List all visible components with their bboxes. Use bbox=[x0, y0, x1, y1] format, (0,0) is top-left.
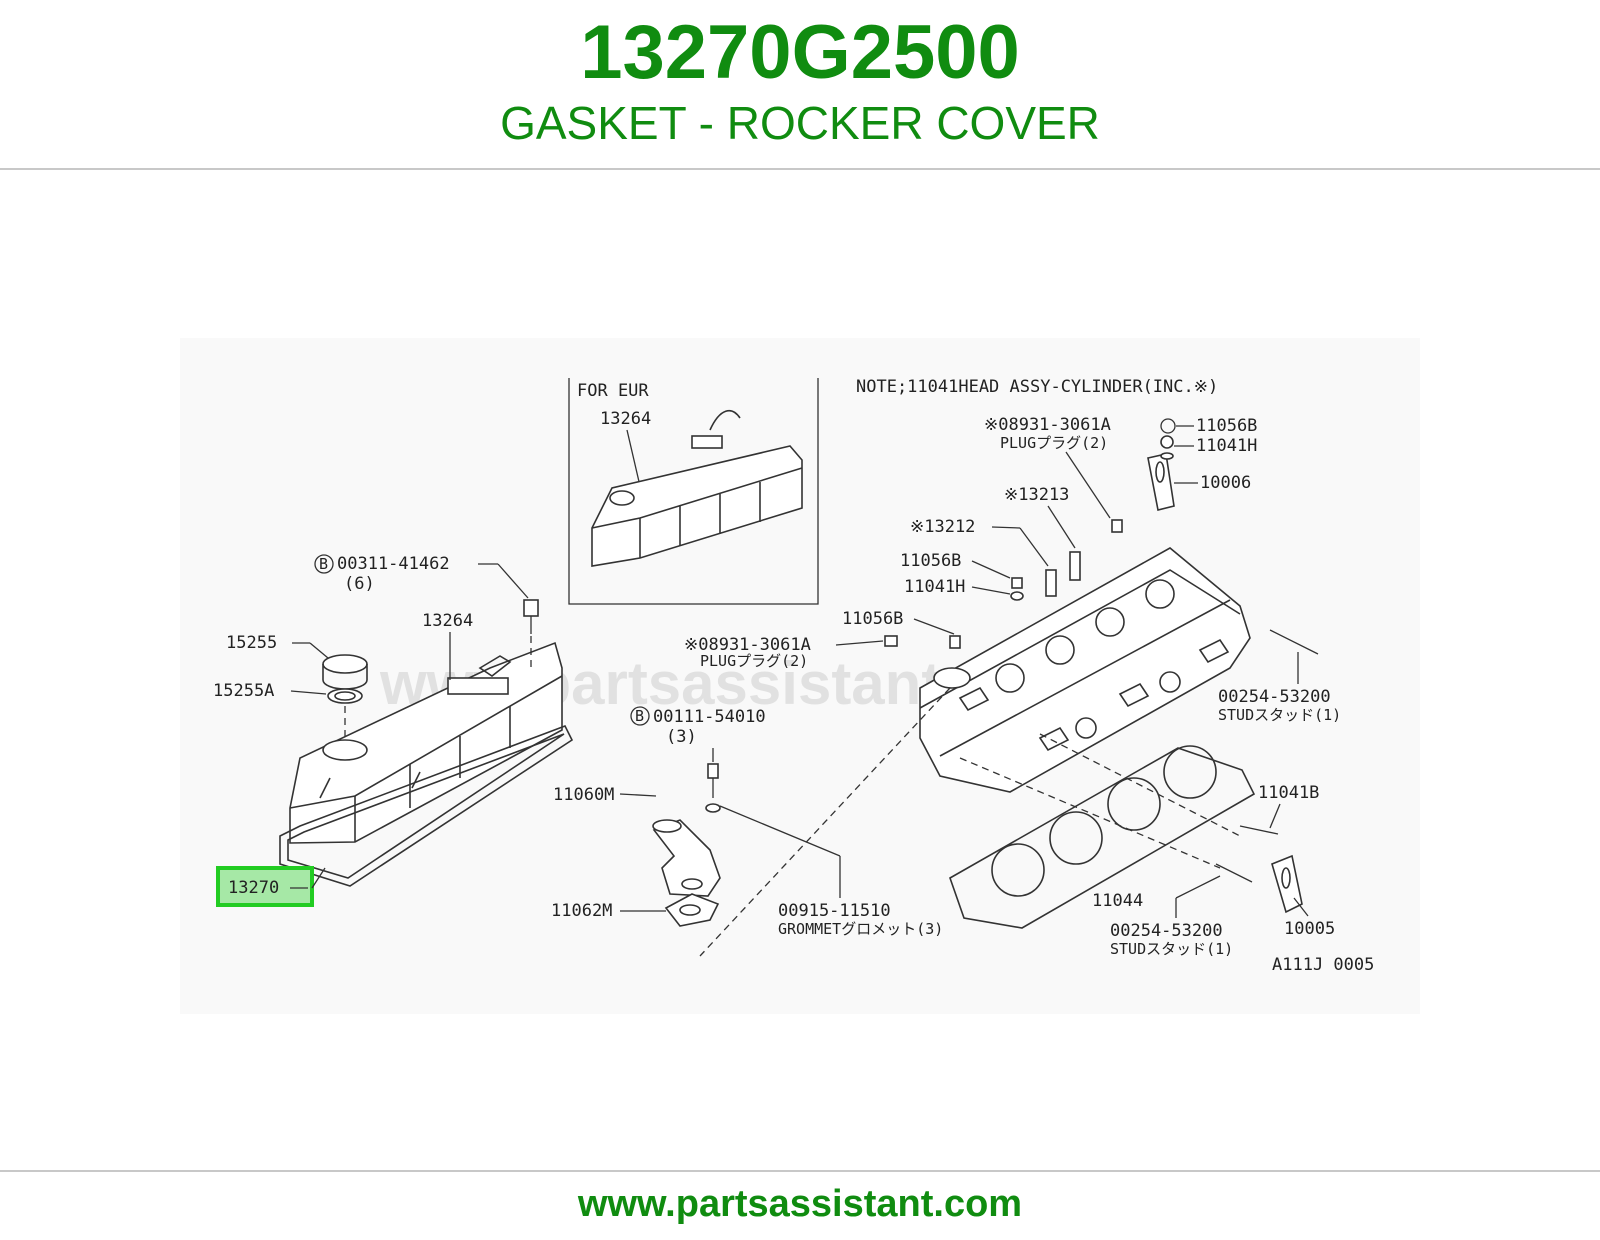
b-symbol-letter: B bbox=[319, 555, 328, 573]
dowel-11041b-drawing bbox=[1239, 825, 1279, 835]
leader-10005 bbox=[1293, 897, 1309, 917]
highlight-box-13270[interactable] bbox=[216, 866, 314, 907]
callout-08931-mid-desc: PLUGプラグ(2) bbox=[700, 652, 808, 670]
callout-13213: ※13213 bbox=[1004, 485, 1069, 505]
callout-00111-qty: (3) bbox=[666, 727, 697, 747]
leader-13213 bbox=[1047, 505, 1076, 549]
callout-00111-54010: 00111-54010 bbox=[653, 707, 766, 727]
stud-00254-bottom-drawing bbox=[1215, 863, 1253, 883]
b-symbol-icon-3 bbox=[1160, 418, 1176, 434]
leader-15255a bbox=[290, 690, 327, 695]
leader-13212 bbox=[991, 526, 1021, 529]
leader-13212-b bbox=[1019, 527, 1049, 567]
callout-13212: ※13212 bbox=[910, 517, 975, 537]
callout-11041b: 11041B bbox=[1258, 783, 1319, 803]
bolt-00111-drawing bbox=[705, 763, 721, 813]
part-description: GASKET - ROCKER COVER bbox=[500, 97, 1100, 149]
callout-00311-qty: (6) bbox=[344, 574, 375, 594]
callout-13270[interactable]: 13270 bbox=[228, 878, 279, 898]
inset-part-13264: 13264 bbox=[600, 409, 651, 429]
inset-frame bbox=[568, 378, 819, 605]
callout-11056b-mid: 11056B bbox=[900, 551, 961, 571]
leader-08931-top bbox=[1065, 451, 1111, 519]
callout-11056b-low: 11056B bbox=[842, 609, 903, 629]
seal-15255a-drawing bbox=[327, 688, 363, 704]
callout-10005: 10005 bbox=[1284, 919, 1335, 939]
rocker-cover-13264-drawing bbox=[289, 641, 563, 844]
leader-11056b-mid bbox=[971, 560, 1011, 579]
callout-00311-41462: 00311-41462 bbox=[337, 554, 450, 574]
callout-15255a: 15255A bbox=[213, 681, 274, 701]
b-symbol-icon bbox=[314, 554, 334, 574]
callout-15255: 15255 bbox=[226, 633, 277, 653]
leader-11041b bbox=[1269, 803, 1281, 829]
gasket-11062m-drawing bbox=[664, 893, 720, 927]
cylinder-head-drawing bbox=[919, 547, 1251, 793]
callout-13264: 13264 bbox=[422, 611, 473, 631]
b-symbol-icon-2 bbox=[630, 706, 650, 726]
bottom-divider bbox=[0, 1170, 1600, 1172]
leader-15255-b bbox=[309, 642, 329, 659]
gasket-13270-drawing bbox=[279, 724, 574, 887]
callout-00915-11510: 00915-11510 bbox=[778, 901, 891, 921]
parts-diagram-svg: www.partsassistant.com FOR EUR 13264 NOT… bbox=[180, 338, 1420, 1014]
callout-11060m: 11060M bbox=[553, 785, 614, 805]
callout-08931-top-desc: PLUGプラグ(2) bbox=[1000, 434, 1108, 452]
diagram-code: A111J 0005 bbox=[1272, 955, 1374, 975]
callout-00254-bottom: 00254-53200 bbox=[1110, 921, 1223, 941]
footer-url-link[interactable]: www.partsassistant.com bbox=[577, 1183, 1023, 1225]
callout-11041h-mid: 11041H bbox=[904, 577, 965, 597]
small-parts-drawing bbox=[884, 435, 1174, 649]
leader-11060m bbox=[619, 793, 657, 797]
top-divider bbox=[0, 168, 1600, 170]
head-gasket-11044-drawing bbox=[949, 745, 1256, 929]
callout-10006: 10006 bbox=[1200, 473, 1251, 493]
stud-00254-top-drawing bbox=[1269, 629, 1319, 655]
callout-11062m: 11062M bbox=[551, 901, 612, 921]
callout-00254-bottom-desc: STUDスタッド(1) bbox=[1110, 940, 1233, 958]
dash-head-to-housing bbox=[699, 687, 951, 957]
leader-13270-b bbox=[311, 867, 326, 889]
leader-00915 bbox=[719, 805, 841, 857]
header: 13270G2500 GASKET - ROCKER COVER bbox=[0, 0, 1600, 168]
bracket-10006-drawing bbox=[1147, 453, 1175, 511]
diagram-note: NOTE;11041HEAD ASSY-CYLINDER(INC.※) bbox=[856, 377, 1218, 397]
callout-11044: 11044 bbox=[1092, 891, 1143, 911]
leader-00254-bottom-b bbox=[1175, 875, 1221, 899]
parts-diagram: www.partsassistant.com FOR EUR 13264 NOT… bbox=[180, 338, 1420, 1014]
callout-11056b-top: 11056B bbox=[1196, 416, 1257, 436]
leader-11041h-mid bbox=[971, 586, 1011, 595]
callout-08931-top: ※08931-3061A bbox=[984, 415, 1111, 435]
callout-08931-mid: ※08931-3061A bbox=[684, 635, 811, 655]
leader-11056b-low bbox=[913, 618, 955, 635]
leader-00311-b bbox=[497, 563, 529, 599]
bolt-00311-drawing bbox=[523, 599, 539, 634]
callout-00254-top-desc: STUDスタッド(1) bbox=[1218, 706, 1341, 724]
inset-rocker-cover bbox=[591, 409, 803, 567]
for-eur-inset: FOR EUR 13264 bbox=[568, 378, 819, 605]
callout-11041h-top: 11041H bbox=[1196, 436, 1257, 456]
callout-00254-top: 00254-53200 bbox=[1218, 687, 1331, 707]
inset-leader bbox=[626, 429, 641, 487]
inset-title: FOR EUR bbox=[577, 381, 649, 401]
dash-head-to-dowel bbox=[1039, 733, 1241, 837]
b-symbol-letter-2: B bbox=[635, 707, 644, 725]
leader-08931-mid bbox=[835, 640, 884, 646]
callout-00915-desc: GROMMETグロメット(3) bbox=[778, 920, 943, 938]
housing-11060m-drawing bbox=[652, 819, 721, 897]
part-number-title: 13270G2500 bbox=[580, 10, 1020, 95]
